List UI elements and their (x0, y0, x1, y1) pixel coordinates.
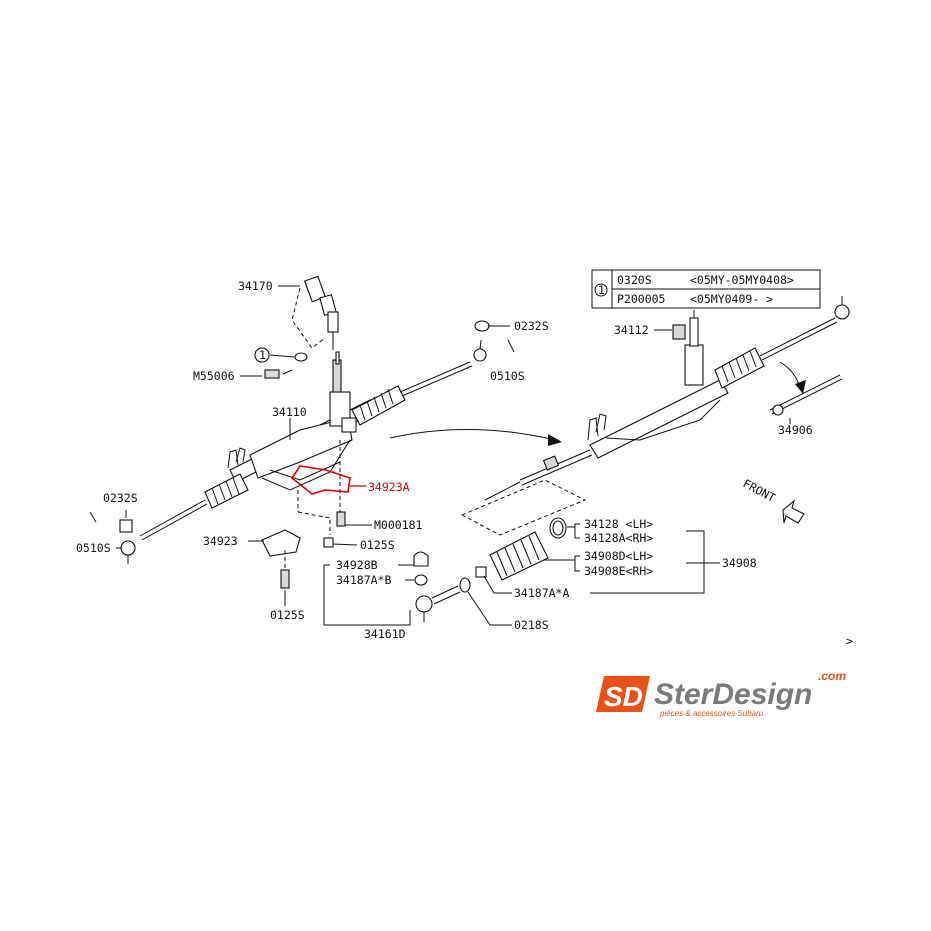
table-row2-range: <05MY0409- > (690, 292, 773, 306)
leader-lines (116, 285, 791, 626)
label-34161d: 34161D (364, 627, 406, 641)
reference-circle-left: 1 (254, 347, 270, 363)
label-0218s: 0218S (514, 618, 549, 632)
label-34908: 34908 (722, 556, 757, 570)
logo-domain: .com (818, 669, 846, 683)
label-34908e: 34908E<RH> (584, 564, 653, 578)
applicability-table: 1 0320S <05MY-05MY0408> P200005 <05MY040… (591, 269, 821, 309)
label-0232s-top: 0232S (514, 319, 549, 333)
svg-text:1: 1 (259, 348, 266, 362)
steering-rack-right-assembly (460, 296, 850, 536)
label-0125s-mid: 0125S (360, 538, 395, 552)
label-34128a: 34128A<RH> (584, 531, 653, 545)
table-row2-part: P200005 (617, 292, 665, 306)
label-34187aa: 34187A*A (514, 586, 569, 600)
table-row1-part: 0320S (617, 273, 652, 287)
label-34923: 34923 (203, 534, 238, 548)
label-34923a: 34923A (368, 480, 410, 494)
svg-text:SD: SD (604, 681, 643, 712)
label-34928b: 34928B (336, 558, 378, 572)
label-34112: 34112 (614, 323, 649, 337)
logo-tagline: pièces & accessoires Subaru (659, 709, 764, 718)
label-34906: 34906 (778, 423, 813, 437)
sterdesign-logo: SD SterDesign .com pièces & accessoires … (596, 669, 846, 718)
part-labels: 34170 0232S 0510S M55006 34110 34923A M0… (76, 279, 853, 648)
table-row1-range: <05MY-05MY0408> (690, 273, 794, 287)
sd-logo-icon: SD (596, 676, 650, 712)
logo-name: SterDesign (654, 678, 812, 711)
label-m55006: M55006 (193, 369, 235, 383)
label-34110: 34110 (272, 405, 307, 419)
steering-rack-left-assembly (89, 275, 515, 589)
label-34170: 34170 (238, 279, 273, 293)
exploded-parts (413, 517, 567, 622)
front-direction-indicator: FRONT (741, 476, 805, 524)
label-34128: 34128 <LH> (584, 517, 653, 531)
label-0232s-left: 0232S (103, 491, 138, 505)
front-label: FRONT (741, 476, 778, 505)
label-34908d: 34908D<LH> (584, 549, 653, 563)
small-mark: > (846, 634, 853, 648)
label-0510s-left: 0510S (76, 541, 111, 555)
front-arrow-icon (782, 499, 805, 524)
label-0125s-low: 0125S (270, 608, 305, 622)
label-m000181: M000181 (374, 518, 423, 532)
label-0510s-top: 0510S (490, 369, 525, 383)
svg-text:1: 1 (598, 283, 605, 297)
label-34187ab: 34187A*B (336, 573, 391, 587)
